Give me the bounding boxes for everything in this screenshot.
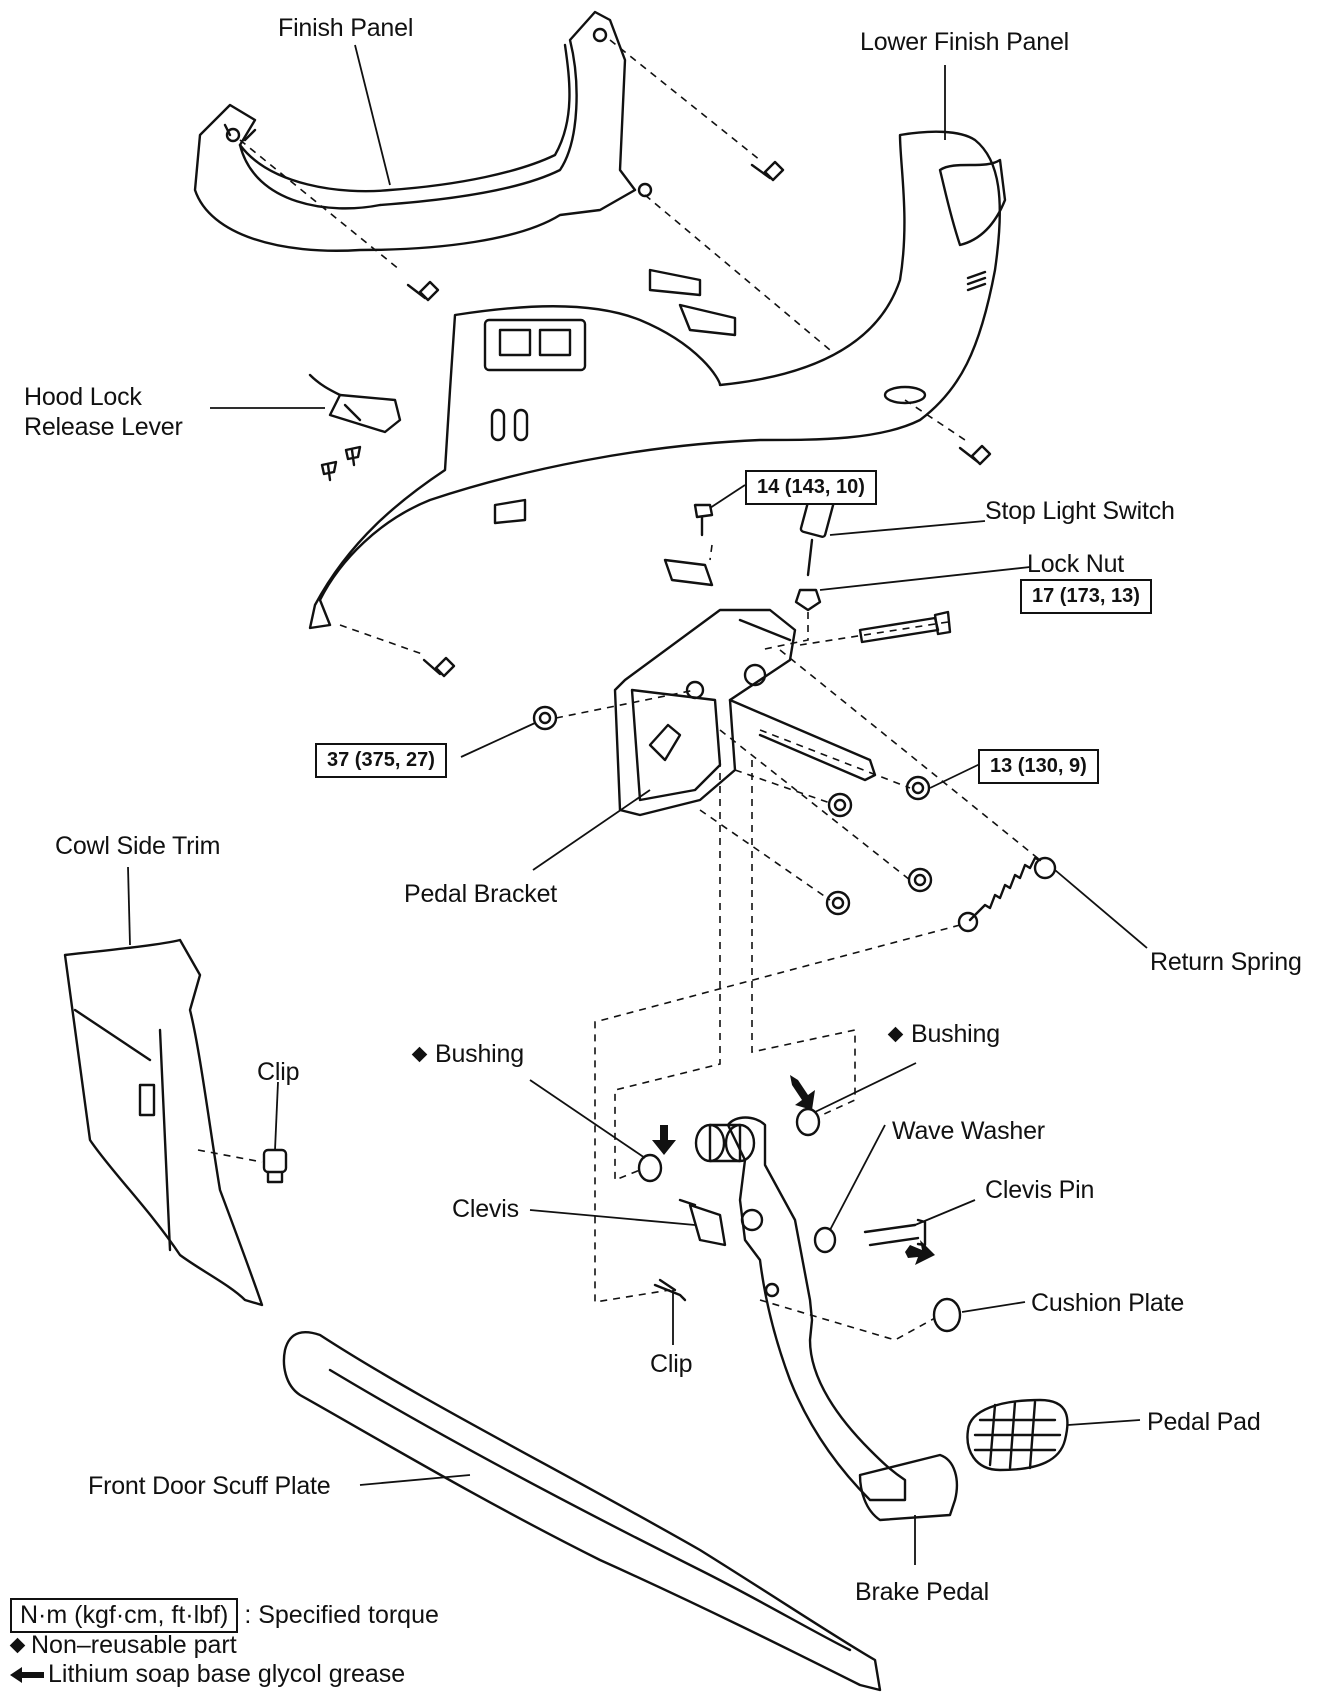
label-clevis-pin: Clevis Pin bbox=[985, 1176, 1095, 1204]
pedal-bracket-part bbox=[613, 608, 877, 817]
stop-light-switch-part bbox=[794, 491, 836, 612]
label-clevis: Clevis bbox=[452, 1195, 519, 1223]
label-brake-pedal: Brake Pedal bbox=[855, 1578, 989, 1606]
bushing-right-text: Bushing bbox=[911, 1020, 1000, 1048]
label-lock-nut: Lock Nut bbox=[1027, 550, 1125, 578]
torque-box-bracket-nut-left: 37 (375, 27) bbox=[315, 743, 447, 778]
cowl-side-trim-part bbox=[63, 938, 264, 1307]
label-clip-upper: Clip bbox=[257, 1058, 300, 1086]
bushings-part bbox=[637, 1107, 962, 1333]
torque-box-upper-bolt: 14 (143, 10) bbox=[745, 470, 877, 505]
front-door-scuff-plate-part bbox=[282, 1331, 882, 1692]
lower-finish-panel-part bbox=[308, 130, 1007, 630]
clip-upper-part bbox=[262, 1148, 288, 1184]
label-front-door-scuff-plate: Front Door Scuff Plate bbox=[88, 1472, 331, 1500]
label-lower-finish-panel: Lower Finish Panel bbox=[860, 28, 1070, 56]
bushing-left-text: Bushing bbox=[435, 1040, 524, 1068]
assembly-lines bbox=[197, 39, 1041, 1341]
label-return-spring: Return Spring bbox=[1150, 948, 1302, 976]
label-cowl-side-trim: Cowl Side Trim bbox=[55, 832, 221, 860]
legend-torque-box: N·m (kgf·cm, ft·lbf) bbox=[10, 1598, 239, 1633]
return-spring-part bbox=[957, 856, 1057, 933]
clevis-part bbox=[653, 1198, 727, 1302]
legend-nonreusable-text: Non–reusable part bbox=[31, 1631, 237, 1659]
nonreusable-diamond-icon bbox=[887, 1026, 904, 1043]
label-hood-lock-line2: Release Lever bbox=[24, 413, 183, 441]
legend-grease-text: Lithium soap base glycol grease bbox=[48, 1660, 406, 1688]
legend-torque-text: : Specified torque bbox=[244, 1601, 439, 1629]
torque-box-bracket-nut-right: 13 (130, 9) bbox=[978, 749, 1099, 784]
legend-torque: N·m (kgf·cm, ft·lbf): Specified torque bbox=[10, 1598, 439, 1633]
label-pedal-pad: Pedal Pad bbox=[1147, 1408, 1261, 1436]
torque-box-lock-nut: 17 (173, 13) bbox=[1020, 579, 1152, 614]
label-stop-light-switch: Stop Light Switch bbox=[985, 497, 1175, 525]
legend-nonreusable: Non–reusable part bbox=[9, 1631, 237, 1660]
label-clip-lower: Clip bbox=[650, 1350, 693, 1378]
hood-lock-release-lever-part bbox=[308, 373, 402, 434]
label-pedal-bracket: Pedal Bracket bbox=[404, 880, 558, 908]
finish-panel-part bbox=[193, 10, 653, 252]
grease-arrow-icon bbox=[10, 1667, 44, 1684]
label-wave-washer: Wave Washer bbox=[892, 1117, 1045, 1145]
label-hood-lock-line1: Hood Lock bbox=[24, 383, 142, 411]
grease-arrows bbox=[652, 1075, 935, 1265]
pedal-pad-part bbox=[966, 1398, 1069, 1472]
label-cushion-plate: Cushion Plate bbox=[1031, 1289, 1185, 1317]
brake-pedal-part bbox=[726, 1116, 959, 1522]
label-bushing-right: Bushing bbox=[884, 1020, 1000, 1049]
label-finish-panel: Finish Panel bbox=[278, 14, 414, 42]
nonreusable-diamond-icon bbox=[411, 1046, 428, 1063]
legend-grease: Lithium soap base glycol grease bbox=[10, 1660, 405, 1689]
label-bushing-left: Bushing bbox=[408, 1040, 524, 1069]
nonreusable-diamond-icon bbox=[9, 1637, 26, 1654]
leader-lines bbox=[127, 44, 1148, 1565]
upper-bolt bbox=[663, 503, 952, 644]
screws bbox=[320, 160, 992, 678]
